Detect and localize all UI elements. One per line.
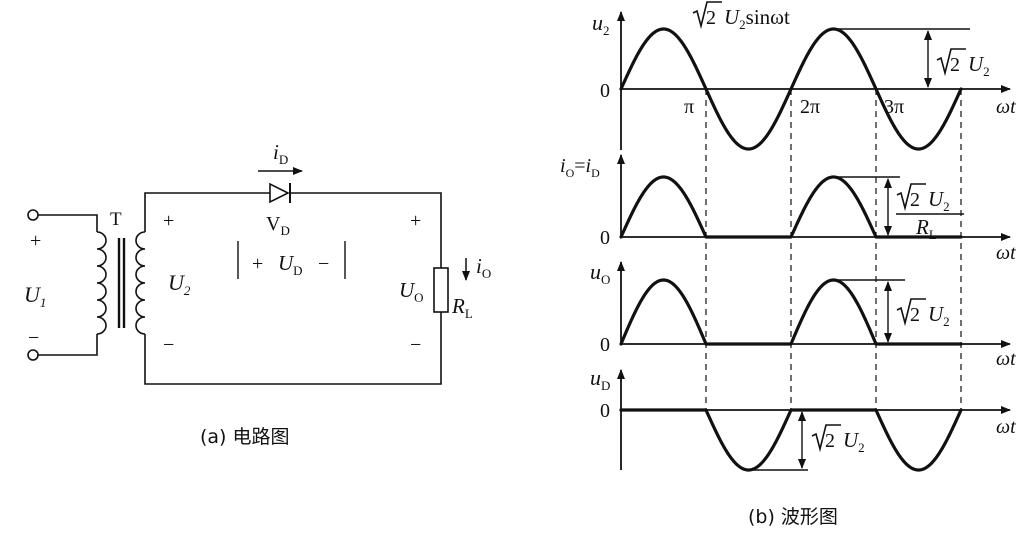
u2-zero-label: 0 xyxy=(600,80,610,102)
input-plus: + xyxy=(30,230,41,252)
uo-amp-sqrt2: 2 xyxy=(910,304,920,326)
diode-voltage-plus: + xyxy=(252,253,263,275)
primary-coil xyxy=(96,231,107,335)
input-voltage-label: U1 xyxy=(24,282,46,310)
ud-amp-sqrt xyxy=(811,424,841,453)
output-current-label: iO xyxy=(476,254,491,281)
secondary-plus: + xyxy=(163,210,174,232)
u2-amp-sqrt xyxy=(936,48,966,77)
u2-amp-label: U2 xyxy=(968,52,990,79)
tick-3pi: 3π xyxy=(884,96,904,118)
input-minus: − xyxy=(28,327,39,349)
secondary-minus: − xyxy=(163,334,174,356)
secondary-coil xyxy=(135,231,146,335)
output-minus: − xyxy=(410,334,421,356)
period-guides xyxy=(705,89,962,410)
load-label: RL xyxy=(451,294,473,321)
u2-formula: U2sinωt xyxy=(724,5,790,32)
diode-label: VD xyxy=(266,213,290,238)
axes xyxy=(617,11,1011,470)
diode-voltage-minus: − xyxy=(318,253,329,275)
io-amp-sqrt2: 2 xyxy=(910,189,920,211)
circuit-caption: (a) 电路图 xyxy=(200,426,290,448)
uo-amp-label: U2 xyxy=(928,302,950,329)
input-terminal-bottom xyxy=(27,349,39,361)
uo-amp-sqrt xyxy=(896,298,926,327)
diode-symbol xyxy=(269,182,290,204)
radical-signs xyxy=(692,1,966,453)
io-amp-sqrt xyxy=(896,183,926,212)
ud-zero-label: 0 xyxy=(600,400,610,422)
ud-waveform xyxy=(619,408,963,472)
waveform-caption: (b) 波形图 xyxy=(748,506,838,528)
load-resistor xyxy=(433,267,449,313)
io-waveform xyxy=(619,175,963,239)
u2-waveform xyxy=(619,27,963,151)
io-x-label: ωt xyxy=(996,242,1016,264)
u2-amp-sqrt2: 2 xyxy=(950,54,960,76)
uo-waveform xyxy=(619,278,963,346)
output-plus: + xyxy=(410,210,421,232)
tick-2pi: 2π xyxy=(800,96,820,118)
secondary-voltage-label: U2 xyxy=(168,270,191,298)
ud-amp-label: U2 xyxy=(843,428,865,455)
formula-sqrt2: 2 xyxy=(706,7,716,29)
input-terminal-top xyxy=(27,209,39,221)
amplitude-markers xyxy=(748,28,970,471)
ud-axis-label: uD xyxy=(590,365,610,393)
uo-zero-label: 0 xyxy=(600,334,610,356)
secondary-wires xyxy=(144,192,442,385)
u2-x-label: ωt xyxy=(996,96,1016,118)
diode-current-label: iD xyxy=(273,140,288,167)
u2-axis-label: u2 xyxy=(592,10,610,38)
output-voltage-label: UO xyxy=(399,278,424,305)
ud-x-label: ωt xyxy=(996,416,1016,438)
primary-wires xyxy=(38,214,98,356)
transformer-label: T xyxy=(110,209,122,230)
io-axis-label: iO=iD xyxy=(560,155,600,180)
io-zero-label: 0 xyxy=(600,227,610,249)
formula-sqrt xyxy=(692,1,722,30)
circuit-diagram: + − U1 T + − U2 iD VD + UD − + − UO RL i… xyxy=(24,140,491,448)
ud-amp-sqrt2: 2 xyxy=(825,430,835,452)
io-amp-numerator: U2 xyxy=(928,187,950,214)
diode-voltage-label: UD xyxy=(278,251,303,278)
uo-x-label: ωt xyxy=(996,348,1016,370)
io-amp-denominator: RL xyxy=(915,215,937,242)
tick-pi: π xyxy=(684,96,694,118)
waveform-diagram: u2 iO=iD uO uD 0 0 0 0 π 2π 3π ωt ωt ωt … xyxy=(560,1,1016,528)
uo-axis-label: uO xyxy=(590,259,610,287)
